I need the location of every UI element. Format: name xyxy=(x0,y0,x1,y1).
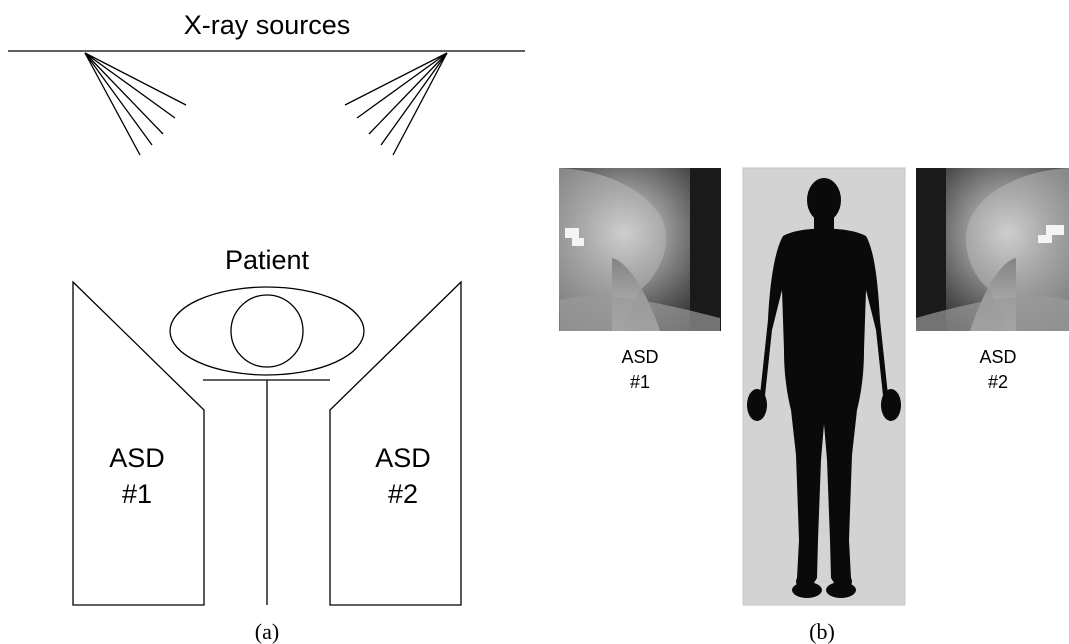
detector-2-name: ASD xyxy=(375,443,431,473)
asd-1-name: ASD xyxy=(621,347,658,367)
asd-2-name: ASD xyxy=(979,347,1016,367)
xray-source-right-beam-icon xyxy=(345,53,447,155)
panel-b: ASD #1 ASD #2 (b) xyxy=(559,168,1069,644)
panel-b-caption: (b) xyxy=(809,619,835,644)
xray-image-2 xyxy=(916,168,1069,331)
detector-1: ASD #1 xyxy=(73,282,204,605)
detector-1-number: #1 xyxy=(122,479,152,509)
xray-image-1 xyxy=(559,168,721,331)
patient-label: Patient xyxy=(225,245,310,275)
asd-1-number: #1 xyxy=(630,372,650,392)
xray-source-left-beam-icon xyxy=(85,53,186,155)
detector-2-number: #2 xyxy=(388,479,418,509)
xray-sources-label: X-ray sources xyxy=(184,10,351,40)
asd-2-number: #2 xyxy=(988,372,1008,392)
detector-2: ASD #2 xyxy=(330,282,461,605)
panel-a: X-ray sources Patient ASD #1 xyxy=(8,10,525,644)
panel-a-caption: (a) xyxy=(255,619,279,644)
body-silhouette-panel xyxy=(743,168,905,605)
patient-icon xyxy=(170,287,364,605)
detector-1-name: ASD xyxy=(109,443,165,473)
